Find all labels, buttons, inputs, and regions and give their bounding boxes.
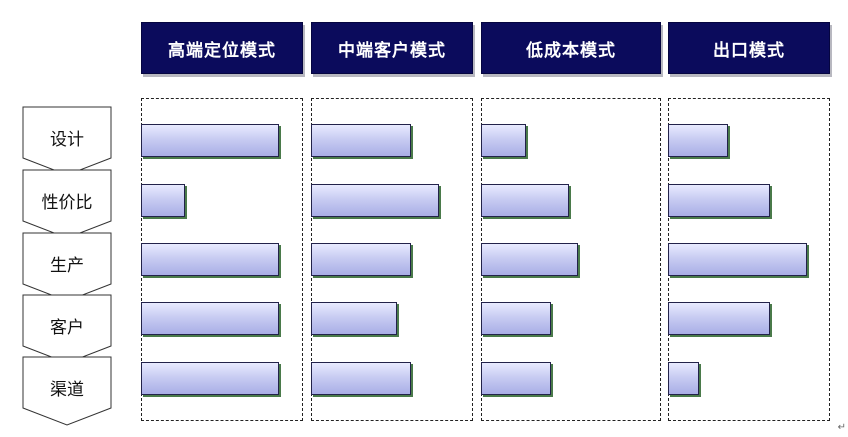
column-header-3: 低成本模式 xyxy=(481,22,661,74)
bar-col2-row4 xyxy=(311,302,397,335)
pentagon-arrow-shape xyxy=(22,356,112,426)
bar-col4-row3 xyxy=(668,243,807,276)
bar-col1-row5 xyxy=(141,362,279,395)
bar-col3-row4 xyxy=(481,302,551,335)
bar-col3-row2 xyxy=(481,184,569,217)
pentagon-arrow-shape xyxy=(22,232,112,302)
pentagon-arrow-shape xyxy=(22,294,112,364)
row-label-text: 生产 xyxy=(50,255,84,276)
row-label-5: 渠道 xyxy=(22,356,112,426)
bar-col4-row4 xyxy=(668,302,770,335)
bar-col3-row5 xyxy=(481,362,551,395)
column-header-4: 出口模式 xyxy=(668,22,830,74)
row-label-text: 性价比 xyxy=(41,192,93,213)
row-label-3: 生产 xyxy=(22,232,112,302)
bar-col4-row1 xyxy=(668,124,728,157)
row-label-4: 客户 xyxy=(22,294,112,364)
bar-col2-row5 xyxy=(311,362,411,395)
paragraph-mark: ↵ xyxy=(837,422,846,433)
bar-col1-row1 xyxy=(141,124,279,157)
bar-col3-row3 xyxy=(481,243,578,276)
bar-col1-row3 xyxy=(141,243,279,276)
bar-col1-row2 xyxy=(141,184,185,217)
pentagon-arrow-shape xyxy=(22,106,112,176)
row-label-2: 性价比 xyxy=(22,169,112,239)
bar-col2-row1 xyxy=(311,124,411,157)
pentagon-arrow-shape xyxy=(22,169,112,239)
row-label-text: 渠道 xyxy=(50,379,84,400)
row-label-1: 设计 xyxy=(22,106,112,176)
column-header-2: 中端客户模式 xyxy=(311,22,473,74)
row-label-text: 客户 xyxy=(50,317,84,338)
bar-col2-row2 xyxy=(311,184,439,217)
bar-col2-row3 xyxy=(311,243,411,276)
bar-col3-row1 xyxy=(481,124,526,157)
bar-col4-row5 xyxy=(668,362,699,395)
bar-col1-row4 xyxy=(141,302,279,335)
column-header-1: 高端定位模式 xyxy=(141,22,303,74)
bar-col4-row2 xyxy=(668,184,770,217)
row-label-text: 设计 xyxy=(50,129,84,150)
